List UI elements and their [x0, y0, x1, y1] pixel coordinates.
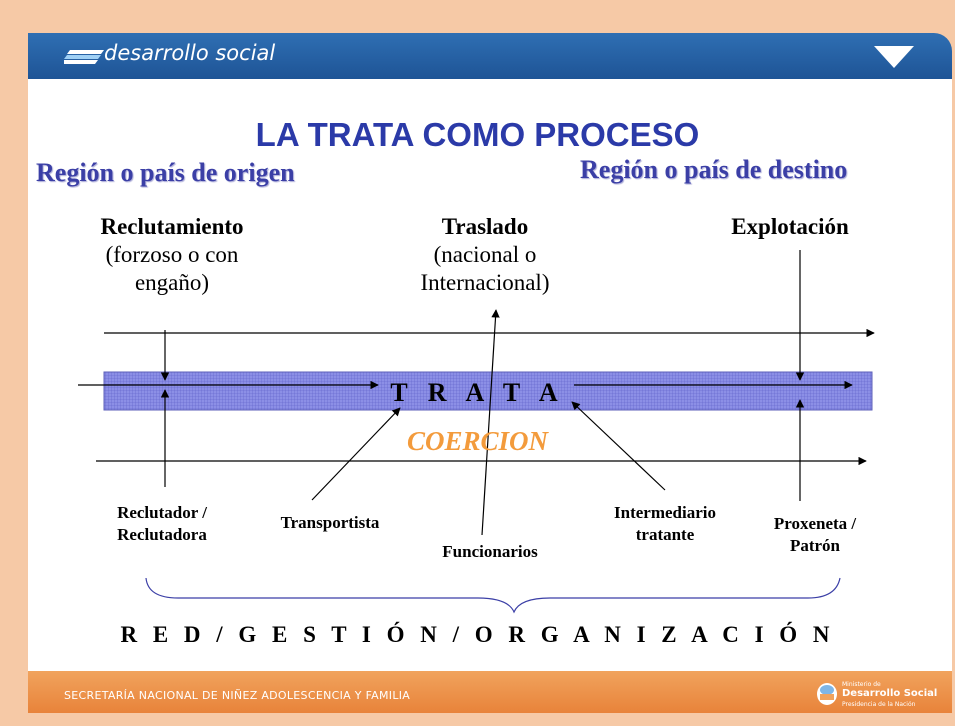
actor-recruiter-line-1: Reclutador / [117, 503, 207, 522]
brand-name: desarrollo social [104, 41, 276, 65]
officials-arrow [481, 309, 500, 536]
stage-transfer-detail-1: (nacional o [433, 242, 537, 267]
ministry-sub-label: Presidencia de la Nación [842, 701, 916, 708]
transporter-arrow [311, 407, 401, 501]
actor-intermediary-line-2: tratante [635, 525, 695, 544]
header-band [28, 33, 952, 79]
ministry-logo: Ministerio de Desarrollo Social Presiden… [816, 680, 944, 710]
actor-recruiter-line-2: Reclutadora [117, 525, 207, 544]
footer-band [28, 671, 952, 713]
origin-region-label: Región o país de origen [36, 158, 295, 187]
actor-transporter: Transportista [280, 513, 380, 532]
stage-recruitment: Reclutamiento (forzoso o con engaño) [72, 213, 272, 297]
stage-transfer-name: Traslado [441, 214, 529, 239]
network-brace [145, 577, 841, 614]
trata-label: T R A T A [390, 378, 565, 407]
stage-transfer: Traslado (nacional o Internacional) [390, 213, 580, 297]
actor-pimp-line-2: Patrón [789, 536, 841, 555]
slide-title: LA TRATA COMO PROCESO [255, 116, 700, 153]
secretariat-label: SECRETARÍA NACIONAL DE NIÑEZ ADOLESCENCI… [64, 689, 411, 702]
stage-exploitation: Explotación [700, 213, 880, 241]
logo-stripes-icon [64, 50, 104, 64]
actor-recruiter: Reclutador / Reclutadora [82, 502, 242, 546]
trata-band [103, 371, 873, 411]
actor-officials: Funcionarios [442, 542, 538, 561]
stage-recruitment-detail-2: engaño) [134, 270, 210, 295]
destination-region-label: Región o país de destino [580, 155, 848, 184]
menu-triangle-icon[interactable] [872, 44, 916, 70]
intermediary-arrow [571, 401, 666, 491]
ministry-small-label: Ministerio de [842, 681, 881, 688]
national-seal-icon [817, 683, 837, 705]
stage-recruitment-name: Reclutamiento [100, 214, 244, 239]
ministry-name-label: Desarrollo Social [842, 688, 938, 699]
actor-intermediary-line-1: Intermediario [614, 503, 716, 522]
stage-transfer-detail-2: Internacional) [420, 270, 550, 295]
stage-exploitation-name: Explotación [731, 214, 849, 239]
actor-pimp: Proxeneta / Patrón [750, 513, 880, 557]
actor-pimp-line-1: Proxeneta / [773, 514, 857, 533]
coercion-label: COERCION [406, 426, 549, 456]
network-label: R E D / G E S T I Ó N / O R G A N I Z A … [120, 622, 835, 647]
stage-recruitment-detail-1: (forzoso o con [105, 242, 239, 267]
actor-intermediary: Intermediario tratante [585, 502, 745, 546]
